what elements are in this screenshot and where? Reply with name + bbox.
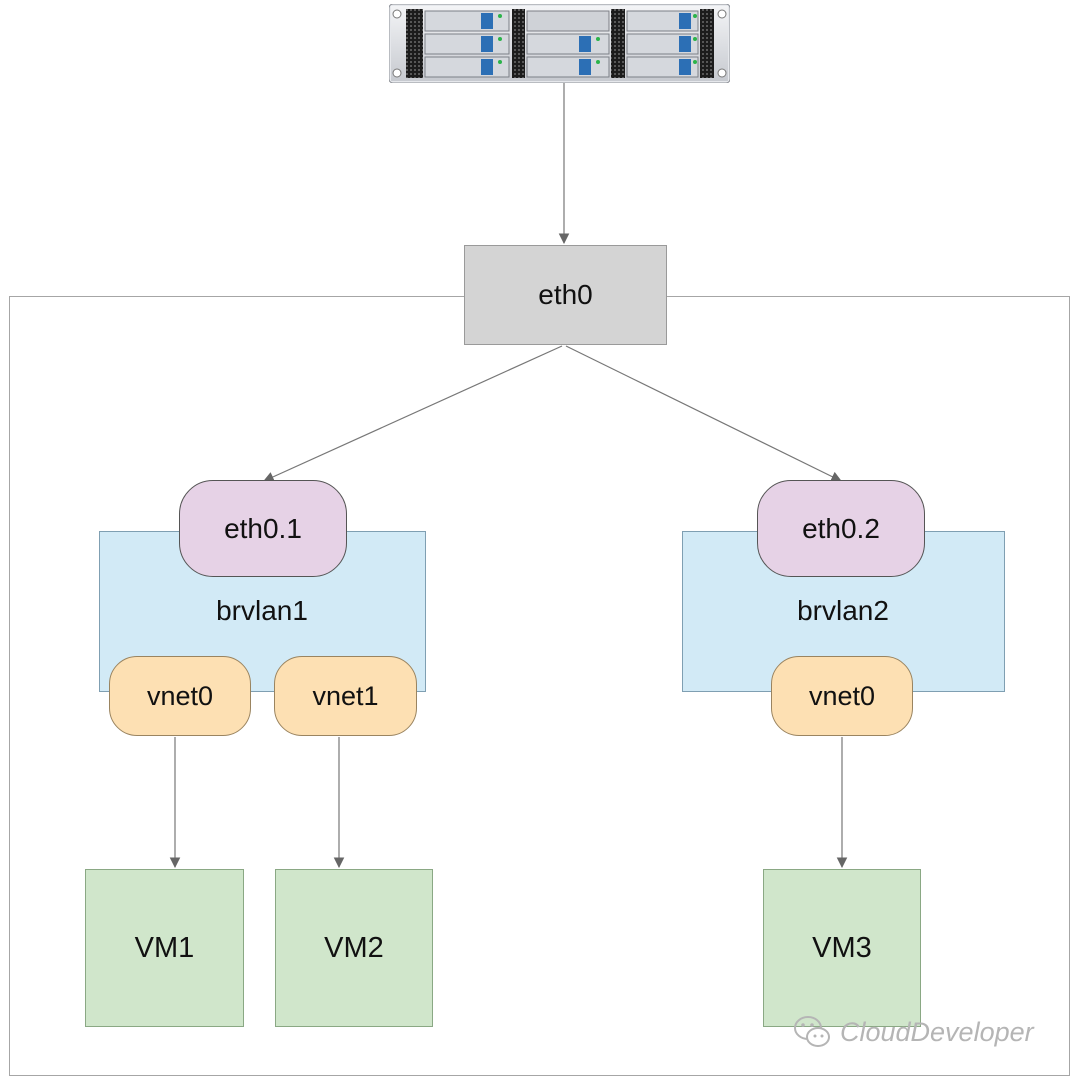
brvlan1-vnet0-label: vnet0: [146, 680, 214, 711]
brvlan2-label: brvlan2: [797, 595, 889, 626]
eth0-2-node: eth0.2: [757, 480, 925, 577]
eth0-1-label: eth0.1: [224, 512, 302, 544]
rack-server-icon: [389, 4, 730, 83]
vm1-label: VM1: [134, 931, 195, 964]
brvlan1-vnet1-node: vnet1: [274, 656, 417, 736]
vm3-node: VM3: [763, 869, 921, 1027]
vm2-label: VM2: [324, 931, 384, 964]
eth0-1-node: eth0.1: [179, 480, 347, 577]
vm3-label: VM3: [812, 931, 872, 964]
brvlan1-label: brvlan1: [216, 595, 308, 626]
brvlan1-vnet1-label: vnet1: [312, 680, 379, 711]
eth0-node: eth0: [464, 245, 667, 345]
watermark: CloudDeveloper: [792, 1012, 1034, 1052]
eth0-label: eth0: [538, 279, 593, 310]
watermark-text: CloudDeveloper: [840, 1016, 1034, 1047]
edge-eth0-eth0-1: [263, 345, 563, 482]
brvlan1-vnet0-node: vnet0: [109, 656, 251, 736]
brvlan2-vnet0-label: vnet0: [808, 680, 876, 711]
edge-eth0-eth0-2: [565, 345, 842, 482]
vm2-node: VM2: [275, 869, 433, 1027]
wechat-icon: [794, 1016, 830, 1047]
brvlan2-vnet0-node: vnet0: [771, 656, 913, 736]
eth0-2-label: eth0.2: [802, 512, 880, 544]
vm1-node: VM1: [85, 869, 244, 1027]
